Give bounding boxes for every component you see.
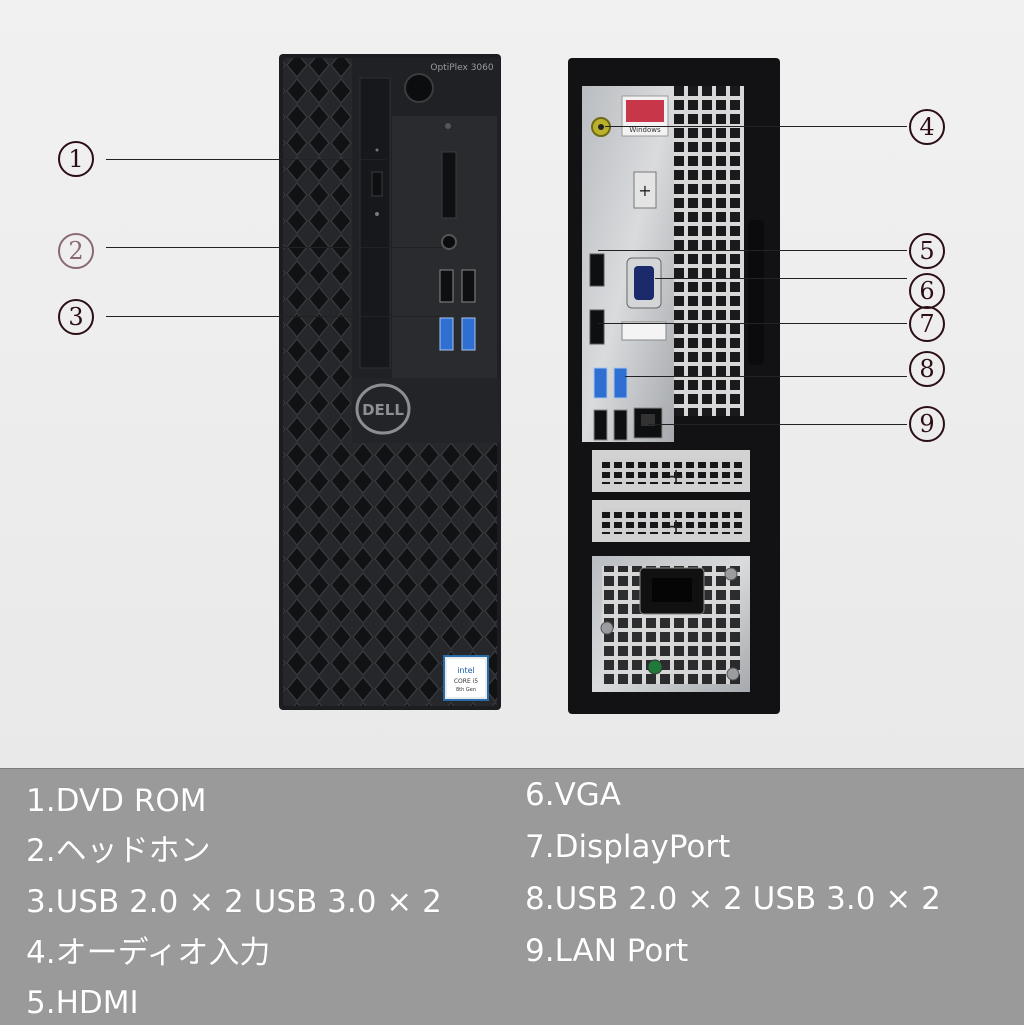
leader-line-7 xyxy=(598,323,907,324)
leader-line-8 xyxy=(625,376,907,377)
spec-item-9: 9.LAN Port xyxy=(525,933,689,969)
cpu-badge-model: CORE i5 xyxy=(454,678,478,685)
spec-item-7: 7.DisplayPort xyxy=(525,829,731,865)
callout-marker-9: 9 xyxy=(909,406,945,442)
callout-marker-1: 1 xyxy=(58,141,94,177)
callout-marker-5: 5 xyxy=(909,233,945,269)
leader-line-1 xyxy=(106,159,386,160)
product-photo: DELL OptiPlex 3060 intel CORE i5 8th Gen… xyxy=(0,0,1024,768)
spec-item-8: 8.USB 2.0 × 2 USB 3.0 × 2 xyxy=(525,881,941,917)
svg-text:+: + xyxy=(668,514,685,538)
leader-line-2 xyxy=(106,247,442,248)
callout-marker-2: 2 xyxy=(58,233,94,269)
svg-text:+: + xyxy=(668,464,685,488)
windows-sticker: Windows xyxy=(629,126,661,134)
spec-caption-panel: 1.DVD ROM 2.ヘッドホン 3.USB 2.0 × 2 USB 3.0 … xyxy=(0,768,1024,1025)
spec-item-4: 4.オーディオ入力 xyxy=(26,935,271,971)
spec-item-1: 1.DVD ROM xyxy=(26,783,207,819)
leader-line-5 xyxy=(598,250,907,251)
spec-item-6: 6.VGA xyxy=(525,777,622,813)
callout-marker-6: 6 xyxy=(909,273,945,309)
svg-text:+: + xyxy=(638,181,651,200)
spec-item-3: 3.USB 2.0 × 2 USB 3.0 × 2 xyxy=(26,884,442,920)
model-label: OptiPlex 3060 xyxy=(430,63,493,73)
callout-marker-8: 8 xyxy=(909,351,945,387)
leader-line-6 xyxy=(655,278,907,279)
callout-marker-4: 4 xyxy=(909,109,945,145)
callout-marker-7: 7 xyxy=(909,306,945,342)
spec-item-2: 2.ヘッドホン xyxy=(26,833,211,869)
leader-line-9 xyxy=(648,424,907,425)
computer-illustration: DELL OptiPlex 3060 intel CORE i5 8th Gen… xyxy=(279,54,780,714)
front-chassis: DELL OptiPlex 3060 intel CORE i5 8th Gen xyxy=(279,54,501,710)
back-chassis: Windows + + + xyxy=(568,58,780,714)
spec-item-5: 5.HDMI xyxy=(26,985,139,1021)
cpu-badge-gen: 8th Gen xyxy=(456,687,476,693)
leader-line-3 xyxy=(106,316,440,317)
callout-marker-3: 3 xyxy=(58,299,94,335)
dell-logo: DELL xyxy=(362,401,404,419)
leader-line-4 xyxy=(605,126,907,127)
cpu-badge-brand: intel xyxy=(457,666,475,675)
